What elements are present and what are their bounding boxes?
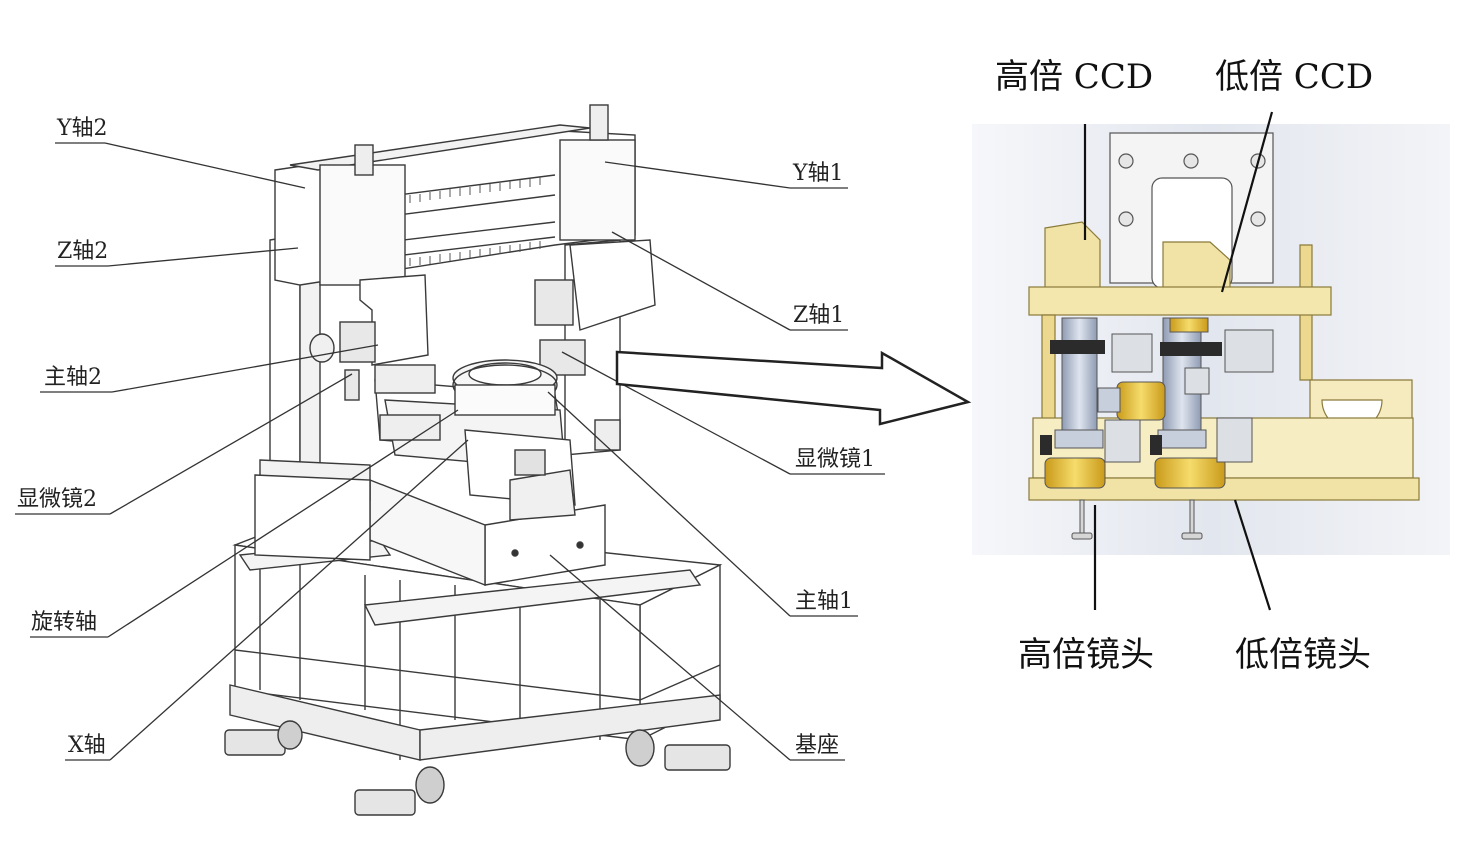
label-spindle-1: 主轴1: [795, 589, 853, 614]
label-microscope-2: 显微镜2: [17, 487, 97, 512]
label-y-axis-2: Y轴2: [57, 116, 108, 141]
label-spindle-2: 主轴2: [44, 365, 102, 390]
label-base: 基座: [795, 733, 840, 758]
leader-lines: [15, 142, 885, 761]
rail-teeth: [409, 177, 541, 266]
feet: [224, 720, 731, 816]
label-y-axis-1: Y轴1: [793, 161, 844, 186]
label-microscope-1: 显微镜1: [795, 447, 875, 472]
z-carriages: [309, 239, 656, 401]
label-low-mag-lens: 低倍镜头: [1235, 635, 1371, 675]
label-low-mag-ccd: 低倍 CCD: [1215, 57, 1374, 97]
label-high-mag-ccd: 高倍 CCD: [995, 57, 1154, 97]
label-x-axis: X轴: [68, 733, 106, 758]
label-high-mag-lens: 高倍镜头: [1018, 635, 1154, 675]
detail-arrow: [615, 350, 972, 426]
x-stage: [374, 359, 621, 521]
label-rotary-axis: 旋转轴: [31, 610, 98, 635]
base-frame: [229, 519, 723, 761]
detail-leaders: [1083, 111, 1274, 611]
detail-view: [972, 124, 1450, 555]
label-z-axis-2: Z轴2: [57, 239, 109, 264]
machine-drawing: [224, 104, 731, 816]
top-beam: [274, 104, 636, 286]
label-z-axis-1: Z轴1: [793, 303, 845, 328]
gantry-columns: [254, 234, 621, 561]
